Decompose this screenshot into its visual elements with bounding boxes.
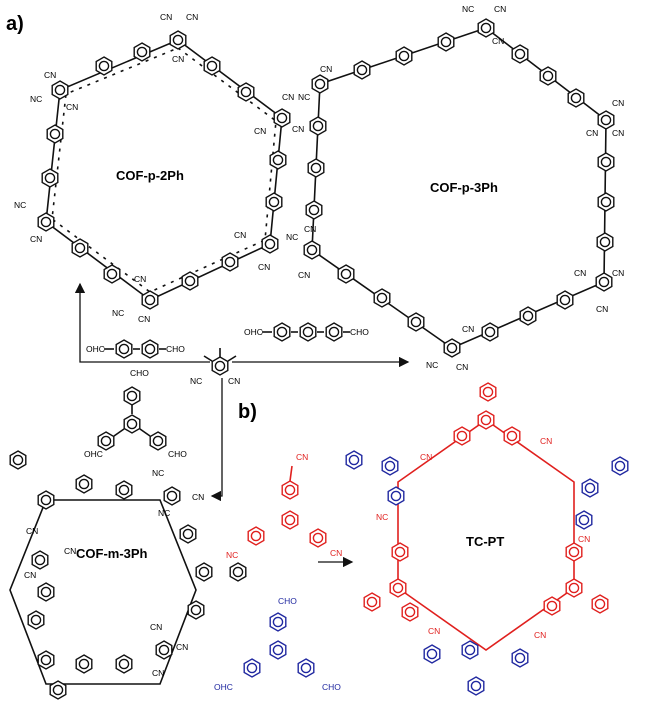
cho-label: CHO: [166, 344, 185, 354]
cn-label: CN: [456, 362, 468, 372]
cn-label: CN: [462, 324, 474, 334]
cof-p2ph-label: COF-p-2Ph: [116, 168, 184, 183]
ohc-label: OHC: [84, 449, 103, 459]
monomer-triazine-trialdehyde: CHO OHC CHO: [214, 596, 341, 692]
tc-pt-blue-rings: [345, 450, 629, 696]
nc-label: NC: [112, 308, 124, 318]
cof-m3ph-label: COF-m-3Ph: [76, 546, 148, 561]
cof-m3ph-framework: COF-m-3Ph NC CN NC CN CN CN CN CN CN: [9, 450, 247, 700]
cho-label: CHO: [168, 449, 187, 459]
ohc-label: OHC: [86, 344, 105, 354]
cn-label: CN: [186, 12, 198, 22]
cof-p3ph-framework: COF-p-3Ph NC CN CN NC CN CN CN CN NC CN …: [286, 4, 624, 372]
cn-label: CN: [282, 92, 294, 102]
cn-label: CN: [234, 230, 246, 240]
ohc-label: OHC: [244, 327, 263, 337]
reaction-arrows-panel-a: [74, 282, 410, 502]
monomer-biphenyl-dialdehyde: OHC CHO: [86, 339, 185, 359]
cn-label: CN: [134, 274, 146, 284]
monomer-tetramethyl-dicyanobenzene: NC CN: [190, 348, 240, 386]
cof-p2ph-framework: COF-p-2Ph CN CN CN CN CN NC CN CN CN NC …: [14, 12, 304, 324]
cn-label: CN: [152, 668, 164, 678]
cn-label: CN: [296, 452, 308, 462]
cn-label: CN: [330, 548, 342, 558]
nc-label: NC: [14, 200, 26, 210]
cn-label: CN: [612, 268, 624, 278]
cn-label: CN: [172, 54, 184, 64]
nc-label: NC: [226, 550, 238, 560]
cn-label: CN: [192, 492, 204, 502]
cn-label: CN: [420, 452, 432, 462]
nc-label: NC: [286, 232, 298, 242]
cn-label: CN: [138, 314, 150, 324]
cn-label: CN: [574, 268, 586, 278]
cn-label: CN: [160, 12, 172, 22]
ohc-label: OHC: [214, 682, 233, 692]
tc-pt-framework: TC-PT CN CN NC CN CN CN: [345, 382, 629, 696]
monomer-tris-cyanomethyl: CN NC CN: [226, 452, 342, 560]
cof-p3ph-label: COF-p-3Ph: [430, 180, 498, 195]
monomer-benzene-tris-benzaldehyde: CHO OHC CHO: [84, 368, 187, 459]
nc-label: NC: [298, 92, 310, 102]
cn-label: CN: [26, 526, 38, 536]
cn-label: CN: [64, 546, 76, 556]
cn-label: CN: [228, 376, 240, 386]
cn-label: CN: [292, 124, 304, 134]
cn-label: CN: [612, 98, 624, 108]
nc-label: NC: [190, 376, 202, 386]
cn-label: CN: [320, 64, 332, 74]
nc-label: NC: [158, 508, 170, 518]
cn-label: CN: [492, 36, 504, 46]
nc-label: NC: [426, 360, 438, 370]
cn-label: CN: [258, 262, 270, 272]
nc-label: NC: [152, 468, 164, 478]
cn-label: CN: [540, 436, 552, 446]
cn-label: CN: [596, 304, 608, 314]
cho-label: CHO: [130, 368, 149, 378]
cho-label: CHO: [350, 327, 369, 337]
cn-label: CN: [254, 126, 266, 136]
cof-m3ph-rings: [9, 450, 247, 700]
cn-label: CN: [24, 570, 36, 580]
cn-label: CN: [176, 642, 188, 652]
cn-label: CN: [298, 270, 310, 280]
cn-label: CN: [66, 102, 78, 112]
monomer-terphenyl-dialdehyde: OHC CHO: [244, 322, 369, 342]
cn-label: CN: [494, 4, 506, 14]
cho-label: CHO: [278, 596, 297, 606]
tc-pt-label: TC-PT: [466, 534, 504, 549]
panel-b-label: b): [238, 401, 257, 423]
nc-label: NC: [462, 4, 474, 14]
cn-label: CN: [586, 128, 598, 138]
panel-a-label: a): [6, 13, 24, 35]
nc-label: NC: [30, 94, 42, 104]
cn-label: CN: [612, 128, 624, 138]
cn-label: CN: [150, 622, 162, 632]
cn-label: CN: [44, 70, 56, 80]
cn-label: CN: [534, 630, 546, 640]
cn-label: CN: [30, 234, 42, 244]
nc-label: NC: [376, 512, 388, 522]
cn-label: CN: [304, 224, 316, 234]
cho-label: CHO: [322, 682, 341, 692]
cn-label: CN: [428, 626, 440, 636]
cn-label: CN: [578, 534, 590, 544]
